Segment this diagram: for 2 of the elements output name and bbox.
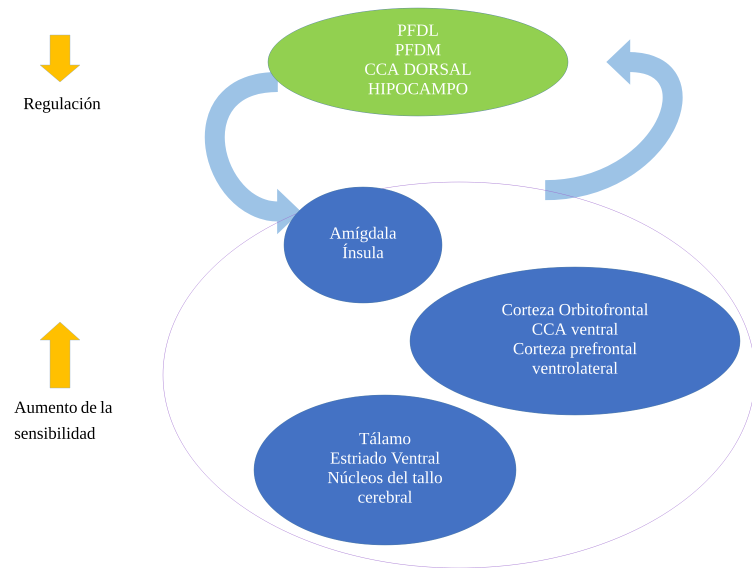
side-label: Aumento de la sensibilidad — [14, 401, 112, 439]
side-label: Regulación — [24, 97, 100, 113]
